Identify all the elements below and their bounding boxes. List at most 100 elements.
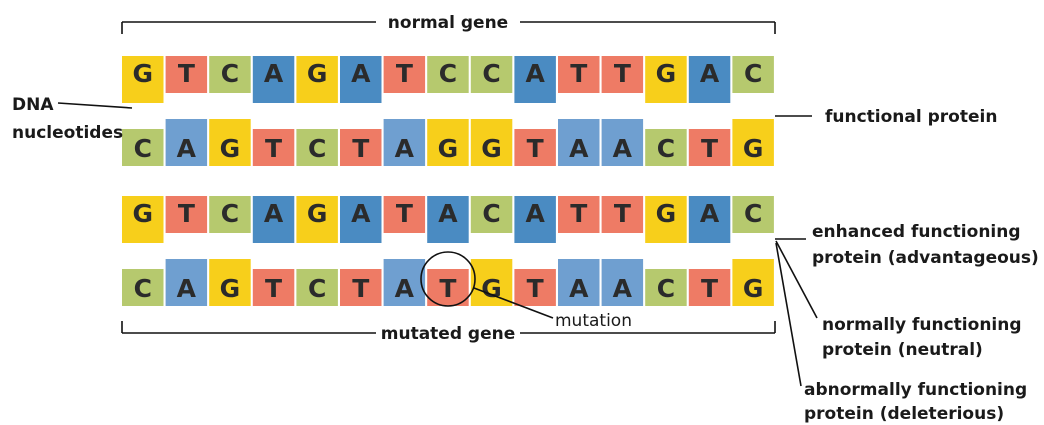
nucleotide-letter-top: G (656, 199, 677, 228)
nucleotide-block-top (252, 56, 295, 103)
nucleotide-block-bottom (514, 269, 556, 306)
nucleotide-letter-top: T (570, 199, 587, 228)
nucleotide-letter-bottom: C (657, 134, 675, 163)
nucleotide-letter-bottom: C (134, 274, 152, 303)
nucleotide-letter-top: A (351, 199, 371, 228)
nucleotide-letter-bottom: C (308, 134, 326, 163)
nucleotide-block-bottom (383, 259, 426, 306)
nucleotide-block-bottom (209, 259, 251, 306)
nucleotide-letter-bottom: T (527, 134, 544, 163)
nucleotide-letter-bottom: G (481, 274, 502, 303)
nucleotide-block-bottom (514, 129, 556, 166)
nucleotide-letter-bottom: G (481, 134, 502, 163)
nucleotide-letter-top: A (438, 199, 458, 228)
nucleotide-block-top (209, 56, 251, 93)
dna-pointer-line (57, 102, 133, 109)
nucleotide-letter-top: A (700, 59, 720, 88)
nucleotide-block-bottom (383, 119, 426, 166)
nucleotide-letter-bottom: T (265, 274, 282, 303)
nucleotide-letter-top: T (614, 199, 631, 228)
nucleotide-block-bottom (470, 259, 513, 306)
nucleotide-block-bottom (470, 119, 513, 166)
nucleotide-letter-top: G (132, 199, 153, 228)
nucleotide-block-bottom (558, 259, 600, 306)
nucleotide-block-bottom (645, 129, 687, 166)
nucleotide-letter-bottom: T (701, 274, 718, 303)
neutral-outcome-line2: protein (neutral) (822, 340, 983, 360)
nucleotide-letter-top: T (396, 59, 413, 88)
nucleotide-letter-top: G (307, 59, 328, 88)
nucleotide-letter-bottom: A (569, 134, 589, 163)
nucleotide-letter-top: A (264, 59, 284, 88)
nucleotide-letter-top: A (700, 199, 720, 228)
nucleotide-block-top (383, 196, 426, 233)
nucleotide-letter-top: G (307, 199, 328, 228)
nucleotide-block-top (209, 196, 251, 233)
nucleotide-letter-bottom: T (527, 274, 544, 303)
nucleotide-letter-bottom: A (613, 134, 633, 163)
mutation-pointer-line (473, 287, 554, 319)
nucleotide-block-top (165, 196, 208, 233)
nucleotide-block-top (427, 196, 469, 243)
nucleotide-block-bottom (688, 129, 731, 166)
nucleotide-block-bottom (732, 119, 774, 166)
nucleotide-block-top (340, 196, 382, 243)
nucleotide-block-top (296, 196, 338, 243)
nucleotide-letter-top: C (482, 199, 500, 228)
nucleotide-letter-top: A (525, 59, 545, 88)
nucleotide-block-top (296, 56, 338, 103)
nucleotide-block-bottom (688, 269, 731, 306)
nucleotide-block-top (514, 56, 556, 103)
nucleotide-letter-top: A (525, 199, 545, 228)
neutral-outcome-line1: normally functioning (822, 315, 1022, 335)
nucleotide-block-top (645, 196, 687, 243)
nucleotide-block-top (470, 56, 513, 93)
nucleotide-block-top (558, 56, 600, 93)
mutated-gene-bracket (121, 321, 776, 334)
nucleotide-letter-top: T (614, 59, 631, 88)
nucleotides-label: nucleotides (12, 123, 123, 143)
nucleotide-letter-top: C (221, 59, 239, 88)
nucleotide-block-bottom (732, 259, 774, 306)
nucleotide-letter-top: C (439, 59, 457, 88)
nucleotide-letter-bottom: G (743, 274, 764, 303)
nucleotide-letter-top: T (396, 199, 413, 228)
nucleotide-block-bottom (165, 259, 208, 306)
nucleotide-block-bottom (427, 119, 469, 166)
nucleotide-block-top (558, 196, 600, 233)
nucleotide-letter-bottom: A (177, 274, 197, 303)
dna-label: DNA (12, 95, 54, 115)
outcome-lines (775, 238, 818, 387)
nucleotide-letter-bottom: C (657, 274, 675, 303)
nucleotide-block-bottom (601, 259, 644, 306)
nucleotide-block-bottom (122, 129, 164, 166)
nucleotide-block-top (122, 196, 164, 243)
nucleotide-block-top (427, 56, 469, 93)
nucleotide-letter-bottom: T (701, 134, 718, 163)
nucleotide-letter-bottom: T (352, 134, 369, 163)
nucleotide-block-bottom (252, 129, 295, 166)
mutation-label: mutation (555, 311, 632, 331)
nucleotide-block-bottom (296, 269, 338, 306)
nucleotide-block-bottom (558, 119, 600, 166)
nucleotide-letter-bottom: G (438, 134, 459, 163)
nucleotide-block-bottom (340, 129, 382, 166)
nucleotide-letter-bottom: T (352, 274, 369, 303)
functional-protein-label: functional protein (825, 107, 997, 127)
nucleotide-letter-top: C (744, 199, 762, 228)
nucleotide-letter-bottom: T (439, 274, 456, 303)
nucleotide-block-top (601, 56, 644, 93)
nucleotide-block-top (688, 196, 731, 243)
nucleotide-letter-top: A (264, 199, 284, 228)
nucleotide-block-top (645, 56, 687, 103)
nucleotide-letter-top: C (744, 59, 762, 88)
nucleotide-block-bottom (340, 269, 382, 306)
nucleotide-letter-top: C (482, 59, 500, 88)
nucleotide-letter-bottom: C (308, 274, 326, 303)
nucleotide-letter-top: T (178, 59, 195, 88)
nucleotide-letter-top: G (656, 59, 677, 88)
nucleotide-letter-bottom: T (265, 134, 282, 163)
